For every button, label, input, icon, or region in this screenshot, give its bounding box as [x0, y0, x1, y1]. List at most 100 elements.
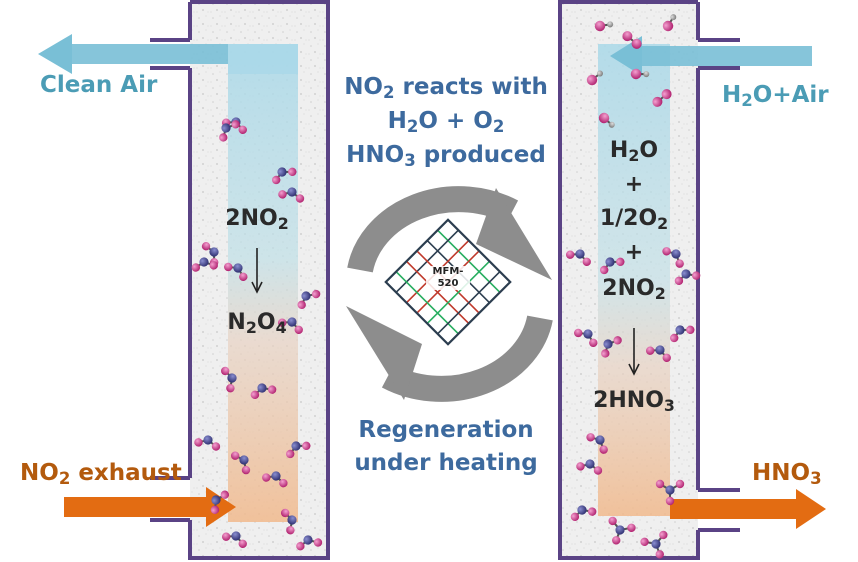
exhaust-text-b: exhaust — [70, 460, 182, 486]
reaction-line-1: NO2 reacts with — [316, 70, 576, 104]
water-air-text-b: O+Air — [752, 82, 829, 108]
reaction-line-2-sub2: 2 — [492, 117, 505, 137]
hno3-molecule — [608, 516, 636, 545]
clean-air-arrow — [38, 34, 228, 74]
oxygen-atom — [589, 338, 598, 348]
nitrogen-atom — [583, 329, 593, 339]
h2o-molecule — [630, 68, 650, 80]
no2-molecule — [278, 187, 305, 203]
oxygen-atom — [272, 175, 281, 185]
nitrogen-atom — [681, 269, 691, 279]
oxygen-atom — [598, 112, 610, 124]
left-column — [150, 0, 330, 560]
oxygen-atom — [593, 466, 603, 475]
no2-molecule — [286, 441, 311, 459]
oxygen-atom — [286, 449, 295, 459]
hydrogen-atom — [608, 121, 615, 128]
oxygen-atom — [311, 289, 321, 299]
oxygen-atom — [655, 550, 664, 559]
oxygen-atom — [279, 478, 288, 488]
nitrogen-atom — [277, 167, 287, 177]
oxygen-atom — [277, 318, 287, 327]
oxygen-atom — [600, 265, 609, 275]
oxygen-atom — [278, 190, 287, 199]
left-reaction-bottom: N2O4 — [214, 310, 300, 335]
oxygen-atom — [659, 530, 668, 540]
nitric-acid-label: HNO3 — [752, 460, 822, 487]
oxygen-atom — [209, 261, 218, 270]
reaction-line-1-b: reacts with — [394, 74, 548, 100]
no2-molecule — [674, 269, 701, 286]
oxygen-atom — [191, 263, 201, 272]
no2-molecule — [645, 345, 671, 362]
oxygen-atom — [675, 259, 684, 268]
left-reaction-bottom-sub2: 4 — [275, 317, 287, 337]
left-inlet-port — [150, 476, 190, 522]
mof-label: MFM- 520 — [426, 266, 470, 290]
nitrogen-atom — [231, 531, 241, 541]
oxygen-atom — [670, 333, 679, 343]
cycle-arrowhead-top — [476, 188, 552, 280]
oxygen-atom — [295, 194, 305, 203]
oxygen-atom — [220, 490, 230, 499]
oxygen-atom — [630, 68, 642, 80]
nitrogen-atom — [595, 435, 605, 445]
h2o-molecule — [662, 14, 677, 32]
oxygen-atom — [250, 390, 260, 400]
reaction-line-2-b: O + O — [418, 108, 493, 134]
right-r3-sub: 2 — [654, 283, 666, 303]
no2-molecule — [576, 459, 603, 475]
oxygen-atom — [587, 507, 597, 516]
reaction-line-1-a: NO — [344, 74, 383, 100]
no2-molecule — [277, 317, 303, 334]
cycle-arrow-top — [347, 186, 519, 273]
left-reaction-bottom-b: O — [256, 310, 276, 335]
reaction-line-3: HNO3 produced — [316, 138, 576, 172]
right-inlet-port — [698, 38, 740, 70]
left-reaction-top: 2NO2 — [214, 206, 300, 231]
oxygen-atom — [675, 479, 685, 489]
cycle-arrow-bottom — [381, 315, 553, 402]
o2-molecule — [652, 89, 672, 107]
reaction-line-3-sub: 3 — [404, 151, 416, 171]
nitrogen-atom — [211, 495, 221, 505]
no2-molecule — [565, 249, 591, 266]
right-reaction-water: H2O — [584, 138, 684, 163]
mof-label-line-2: 520 — [437, 278, 459, 289]
no2-molecule — [194, 435, 221, 451]
clean-air-label: Clean Air — [40, 72, 157, 98]
oxygen-atom — [616, 257, 625, 267]
nitrogen-atom — [585, 459, 595, 469]
reaction-line-3-a: HNO — [346, 142, 405, 168]
hydrogen-atom — [607, 21, 614, 28]
oxygen-atom — [224, 262, 233, 272]
right-reaction-arrow — [628, 328, 640, 376]
nitrogen-atom — [221, 123, 231, 133]
reaction-line-2: H2O + O2 — [316, 104, 576, 138]
oxygen-atom — [201, 242, 211, 251]
nitrogen-atom — [233, 263, 243, 273]
no2-molecule — [272, 167, 297, 185]
oxygen-atom — [296, 541, 305, 551]
no2-molecule — [600, 257, 625, 275]
oxygen-atom — [601, 349, 610, 358]
right-plus-2: + — [624, 240, 644, 265]
reaction-line-2-a: H — [387, 108, 407, 134]
nitrogen-atom — [203, 435, 213, 445]
oxygen-atom — [297, 300, 306, 310]
oxygen-atom — [238, 125, 247, 134]
nitrogen-atom — [675, 325, 685, 335]
hno3-molecule — [655, 479, 685, 506]
nitrogen-atom — [257, 383, 267, 393]
exhaust-label: NO2 exhaust — [20, 460, 182, 487]
oxygen-atom — [302, 441, 311, 451]
left-outlet-port — [150, 38, 190, 70]
mof-framework — [384, 218, 512, 346]
oxygen-atom — [194, 438, 203, 447]
oxygen-atom — [691, 271, 701, 280]
right-r4-sub: 3 — [663, 395, 675, 415]
nitrogen-atom — [287, 187, 297, 197]
oxygen-atom — [608, 516, 617, 526]
oxygen-atom — [662, 247, 671, 256]
